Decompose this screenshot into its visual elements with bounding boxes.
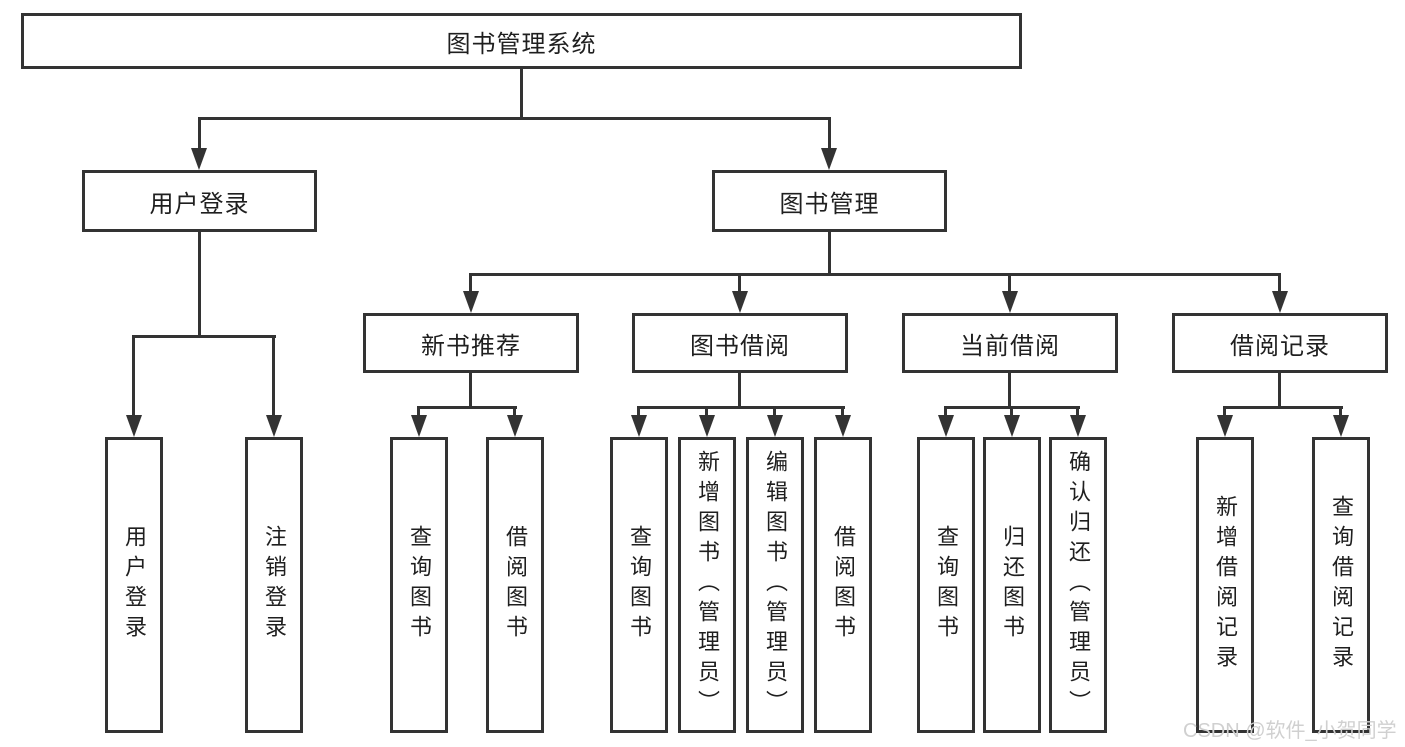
connector-line (469, 373, 472, 406)
leaf-label: 编辑图书（管理员） (763, 450, 788, 720)
arrow-down-icon (1070, 415, 1086, 437)
connector-line (132, 335, 135, 415)
connector-line (841, 406, 844, 415)
connector-line (705, 406, 708, 415)
node-label: 借阅记录 (1230, 332, 1330, 360)
csdn-watermark: CSDN @软件_小贺同学 (1183, 720, 1397, 742)
node-label: 图书管理 (779, 190, 880, 218)
leaf-borrow-books-borrowing: 借阅图书 (814, 437, 872, 733)
leaf-label: 查询借阅记录 (1329, 495, 1354, 675)
node-book-management: 图书管理 (712, 170, 947, 232)
arrow-down-icon (126, 415, 142, 437)
connector-line (520, 69, 523, 117)
connector-line (1008, 373, 1011, 406)
connector-line (828, 232, 831, 273)
leaf-label: 归还图书 (1000, 525, 1025, 645)
node-label: 图书借阅 (690, 332, 790, 360)
connector-line (513, 406, 516, 415)
arrow-down-icon (1333, 415, 1349, 437)
leaf-label: 用户登录 (122, 525, 147, 645)
connector-line (198, 117, 831, 120)
connector-line (1223, 406, 1343, 409)
node-current-borrowing: 当前借阅 (902, 313, 1118, 373)
arrow-down-icon (767, 415, 783, 437)
connector-line (198, 117, 201, 150)
connector-line (1339, 406, 1342, 415)
connector-line (1278, 373, 1281, 406)
connector-line (469, 273, 1281, 276)
leaf-label: 注销登录 (262, 525, 287, 645)
leaf-label: 查询图书 (934, 525, 959, 645)
connector-line (417, 406, 420, 415)
arrow-down-icon (191, 148, 207, 170)
connector-line (272, 335, 275, 415)
arrow-down-icon (835, 415, 851, 437)
node-label: 当前借阅 (960, 332, 1060, 360)
node-borrowing-records: 借阅记录 (1172, 313, 1388, 373)
leaf-user-login: 用户登录 (105, 437, 163, 733)
connector-line (1008, 273, 1011, 291)
arrow-down-icon (699, 415, 715, 437)
connector-line (1076, 406, 1079, 415)
arrow-down-icon (463, 291, 479, 313)
leaf-label: 查询图书 (627, 525, 652, 645)
connector-line (773, 406, 776, 415)
node-new-book-recommendation: 新书推荐 (363, 313, 579, 373)
node-label: 用户登录 (149, 190, 250, 218)
leaf-query-borrow-record: 查询借阅记录 (1312, 437, 1370, 733)
connector-line (738, 373, 741, 406)
leaf-confirm-return-admin: 确认归还（管理员） (1049, 437, 1107, 733)
leaf-borrow-books-recommend: 借阅图书 (486, 437, 544, 733)
connector-line (132, 335, 276, 338)
arrow-down-icon (1004, 415, 1020, 437)
connector-line (417, 406, 517, 409)
connector-line (1278, 273, 1281, 291)
arrow-down-icon (631, 415, 647, 437)
node-book-borrowing: 图书借阅 (632, 313, 848, 373)
leaf-label: 新增图书（管理员） (695, 450, 720, 720)
connector-line (637, 406, 845, 409)
leaf-label: 确认归还（管理员） (1066, 450, 1091, 720)
leaf-label: 借阅图书 (503, 525, 528, 645)
connector-line (1010, 406, 1013, 415)
connector-line (198, 232, 201, 335)
connector-line (637, 406, 640, 415)
leaf-query-books-borrowing: 查询图书 (610, 437, 668, 733)
node-label: 图书管理系统 (446, 30, 597, 58)
connector-line (944, 406, 947, 415)
arrow-down-icon (411, 415, 427, 437)
arrow-down-icon (732, 291, 748, 313)
node-library-management-system: 图书管理系统 (21, 13, 1022, 69)
leaf-return-books: 归还图书 (983, 437, 1041, 733)
leaf-query-books-current: 查询图书 (917, 437, 975, 733)
leaf-query-books-recommend: 查询图书 (390, 437, 448, 733)
arrow-down-icon (821, 148, 837, 170)
leaf-label: 查询图书 (407, 525, 432, 645)
arrow-down-icon (507, 415, 523, 437)
connector-line (1223, 406, 1226, 415)
arrow-down-icon (266, 415, 282, 437)
leaf-add-borrow-record: 新增借阅记录 (1196, 437, 1254, 733)
arrow-down-icon (1217, 415, 1233, 437)
connector-line (738, 273, 741, 291)
node-user-login: 用户登录 (82, 170, 317, 232)
leaf-add-book-admin: 新增图书（管理员） (678, 437, 736, 733)
node-label: 新书推荐 (421, 332, 521, 360)
arrow-down-icon (938, 415, 954, 437)
connector-line (828, 117, 831, 150)
arrow-down-icon (1272, 291, 1288, 313)
connector-line (469, 273, 472, 291)
arrow-down-icon (1002, 291, 1018, 313)
leaf-label: 新增借阅记录 (1213, 495, 1238, 675)
leaf-edit-book-admin: 编辑图书（管理员） (746, 437, 804, 733)
leaf-logout: 注销登录 (245, 437, 303, 733)
leaf-label: 借阅图书 (831, 525, 856, 645)
